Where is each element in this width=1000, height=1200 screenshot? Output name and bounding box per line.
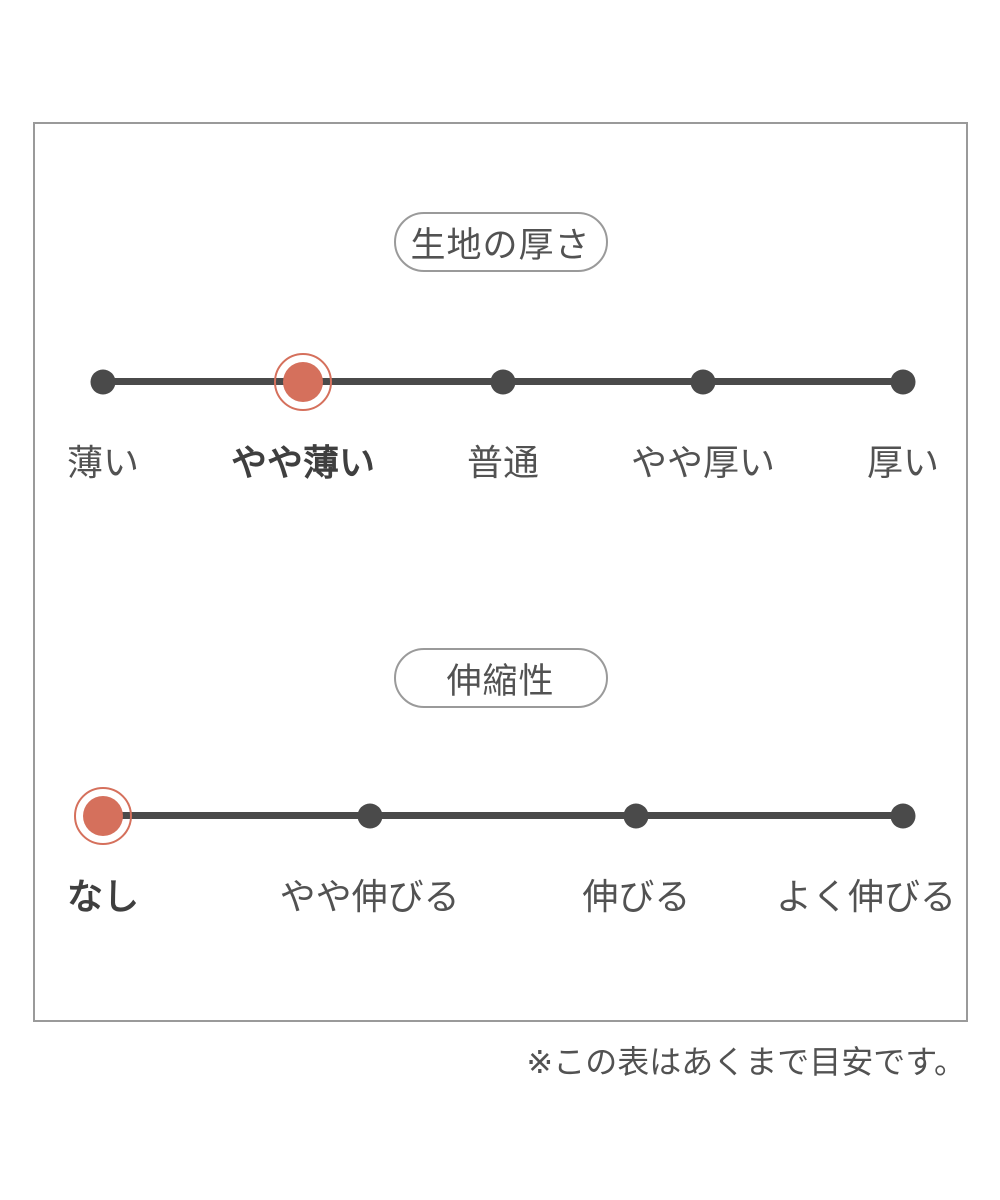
scale-dot (623, 803, 649, 828)
scale-title-pill: 伸縮性 (393, 648, 608, 708)
scale-dot (90, 369, 116, 394)
selected-dot (83, 795, 123, 836)
scale-title: 伸縮性 (446, 661, 555, 701)
selected-dot (283, 361, 323, 402)
scale-label: 厚い (866, 442, 940, 483)
guide-panel: 生地の厚さ 薄い やや薄い 普通 やや厚い 厚い 伸縮性 なし やや伸びる 伸びる よく伸びる (33, 122, 968, 1022)
scale-label: 薄い (66, 442, 140, 483)
fabric-thickness-section: 生地の厚さ 薄い やや薄い 普通 やや厚い 厚い (35, 212, 966, 483)
scale-title: 生地の厚さ (410, 225, 591, 265)
scale-track (103, 812, 903, 819)
selected-dot-ring (74, 786, 132, 845)
scale-dot (890, 803, 916, 828)
scale-title-pill: 生地の厚さ (393, 212, 608, 272)
thickness-scale: 薄い やや薄い 普通 やや厚い 厚い (67, 352, 939, 508)
scale-label: なし (66, 876, 140, 917)
stretch-scale: なし やや伸びる 伸びる よく伸びる (67, 786, 956, 942)
scale-label: やや伸びる (279, 876, 460, 917)
scale-label: やや厚い (630, 442, 776, 483)
scale-labels: なし やや伸びる 伸びる よく伸びる (67, 874, 956, 920)
stretch-section: 伸縮性 なし やや伸びる 伸びる よく伸びる (35, 648, 966, 917)
scale-dot (890, 369, 916, 394)
selected-dot-ring (274, 352, 332, 411)
scale-label: 普通 (466, 442, 540, 483)
scale-labels: 薄い やや薄い 普通 やや厚い 厚い (67, 440, 939, 486)
scale-dot (357, 803, 383, 828)
scale-dot (490, 369, 516, 394)
scale-dot (690, 369, 716, 394)
scale-label: やや薄い (230, 442, 376, 483)
disclaimer-note: ※この表はあくまで目安です。 (526, 1044, 966, 1080)
scale-label: 伸びる (582, 876, 691, 917)
scale-label: よく伸びる (775, 876, 957, 917)
